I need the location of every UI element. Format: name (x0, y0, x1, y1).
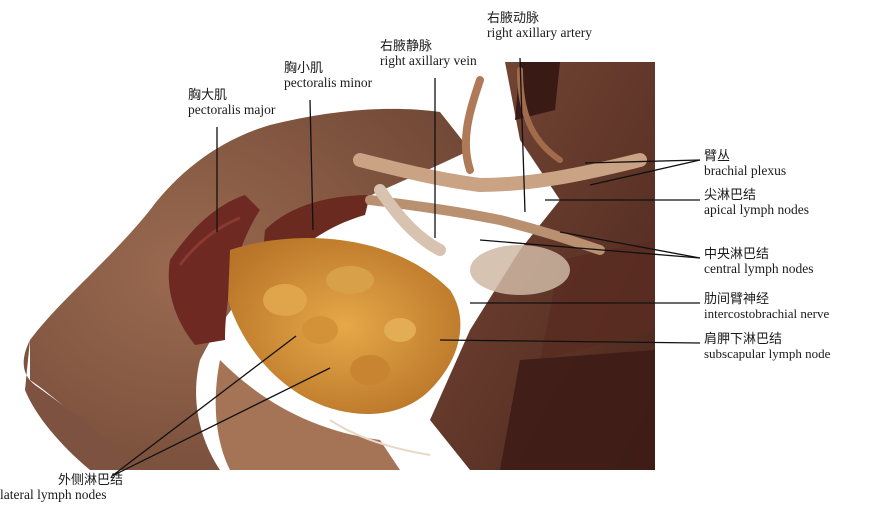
leader-line-central-2 (559, 231, 701, 259)
label-en: apical lymph nodes (704, 201, 809, 217)
label-zh: 尖淋巴结 (704, 188, 757, 203)
label-right-axillary-artery: 右腋动脉 right axillary artery (487, 12, 592, 40)
label-en: pectoralis minor (284, 74, 373, 90)
pectoralis-major-muscle (168, 195, 260, 345)
leader-line-lateral-1 (111, 335, 297, 477)
label-en: pectoralis major (188, 101, 276, 117)
leader-lines (111, 57, 701, 477)
label-right-axillary-vein: 右腋静脉 right axillary vein (380, 40, 477, 68)
axillary-fat (228, 238, 461, 414)
label-intercostobrachial-nerve: 肋间臂神经 intercostobrachial nerve (704, 293, 829, 320)
leader-line-subscapular (439, 339, 701, 344)
label-zh: 肩胛下淋巴结 (704, 332, 783, 347)
label-en: brachial plexus (704, 162, 787, 178)
label-subscapular-lymph-node: 肩胛下淋巴结 subscapular lymph node (704, 333, 830, 360)
label-lateral-lymph-nodes: 外侧淋巴结 lateral lymph nodes (0, 474, 123, 502)
label-zh: 胸小肌 (284, 61, 324, 76)
leader-line-lateral-2 (111, 367, 331, 477)
label-central-lymph-nodes: 中央淋巴结 central lymph nodes (704, 248, 813, 276)
lower-fascia (215, 360, 431, 470)
label-en: subscapular lymph node (704, 345, 831, 361)
label-pectoralis-major: 胸大肌 pectoralis major (188, 89, 275, 117)
leader-line-pectoralis-minor (309, 99, 314, 231)
label-zh: 中央淋巴结 (704, 247, 770, 262)
label-en: central lymph nodes (704, 260, 814, 276)
label-en: right axillary artery (487, 24, 592, 40)
label-zh: 右腋动脉 (487, 11, 540, 26)
leader-line-artery (519, 57, 526, 213)
label-en: right axillary vein (380, 52, 477, 68)
label-en: intercostobrachial nerve (704, 305, 830, 321)
label-zh: 臂丛 (704, 149, 731, 164)
neurovascular-bundle (353, 67, 647, 295)
label-pectoralis-minor: 胸小肌 pectoralis minor (284, 62, 372, 90)
leader-line-brachial-plexus-2 (589, 159, 701, 186)
leader-line-central-1 (479, 239, 701, 259)
leader-line-brachial-plexus-1 (584, 159, 701, 164)
label-en: lateral lymph nodes (0, 486, 107, 502)
label-zh: 外侧淋巴结 (58, 473, 124, 488)
label-brachial-plexus: 臂丛 brachial plexus (704, 150, 786, 178)
label-zh: 肋间臂神经 (704, 292, 770, 307)
label-zh: 右腋静脉 (380, 39, 433, 54)
label-zh: 胸大肌 (188, 88, 228, 103)
label-apical-lymph-nodes: 尖淋巴结 apical lymph nodes (704, 189, 809, 217)
